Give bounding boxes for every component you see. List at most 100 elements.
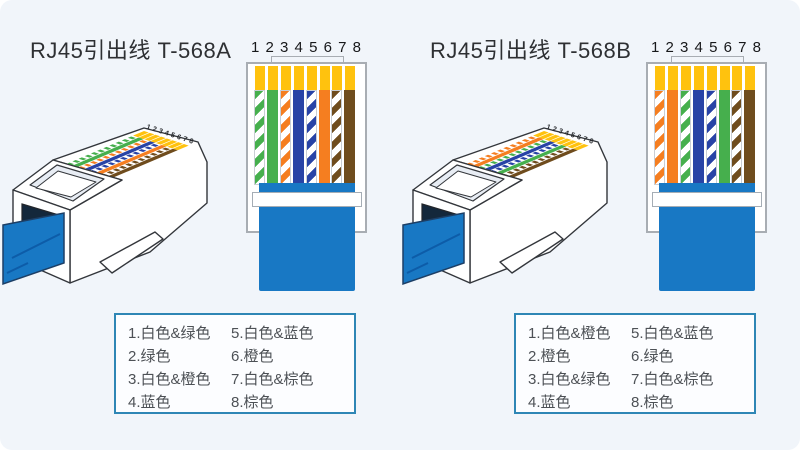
legend-item: 5.白色&蓝色 [231, 325, 314, 342]
legend-item: 4.蓝色 [128, 394, 171, 411]
legend-item: 6.橙色 [231, 348, 274, 365]
plug-wire-band [61, 131, 189, 181]
cable-stripe [406, 262, 429, 274]
latch-window-inner [35, 170, 97, 198]
wire-green [267, 90, 278, 185]
gold-pin [668, 66, 678, 90]
wire-3d-white-brown [567, 142, 583, 149]
wire-3d-brown [572, 144, 589, 151]
cable-3d [402, 212, 465, 286]
wire-3d-green [138, 132, 155, 140]
wire-green [719, 90, 730, 185]
pin-number-3d: 1 [545, 124, 551, 132]
wire-white-blue [306, 90, 317, 185]
wire-3d-white-orange [532, 131, 549, 138]
legend-item: 7.白色&棕色 [631, 371, 714, 388]
connector-latch-outline [671, 56, 744, 66]
plug-wire-band [461, 131, 589, 181]
latch-window-inner [435, 170, 497, 198]
gold-pin [320, 66, 330, 90]
wire-3d-green [489, 144, 567, 177]
legend-item: 8.棕色 [231, 394, 274, 411]
legend-column-2: 5.白色&蓝色 6.橙色 7.白色&棕色 8.棕色 [231, 322, 314, 414]
wire-3d-orange [89, 144, 167, 177]
wire-3d-stripes [74, 140, 148, 171]
cable-3d [2, 212, 65, 286]
legend-item: 8.棕色 [631, 394, 674, 411]
gold-pin [655, 66, 665, 90]
pin-number-3d: 8 [588, 138, 594, 146]
cable-stripe [6, 262, 29, 274]
wire-3d-stripes [485, 143, 559, 175]
gold-pin [255, 66, 265, 90]
wire-3d-stripes [463, 136, 536, 167]
pin-number-3d: 2 [151, 126, 157, 134]
wire-white-brown [731, 90, 742, 185]
wire-white-brown [331, 90, 342, 185]
pin-number-3d: 4 [164, 130, 170, 138]
pin-number-3d: 6 [576, 134, 582, 142]
wire-white-orange [654, 90, 665, 185]
cable-stripe [11, 233, 61, 259]
pin-number-3d: 3 [558, 128, 564, 136]
connector-latch-outline [271, 56, 344, 66]
wire-3d-blue [478, 141, 555, 174]
gold-pin [745, 66, 755, 90]
wire-3d-brown [172, 144, 189, 151]
cable-jacket [402, 212, 465, 286]
wire-3d-brown [101, 148, 178, 181]
wire-blue [693, 90, 704, 185]
pin-number-3d: 6 [176, 134, 182, 142]
legend-item: 5.白色&蓝色 [631, 325, 714, 342]
wire-3d-white-orange [144, 134, 161, 141]
wire-3d-orange [466, 137, 544, 170]
gold-pin [732, 66, 742, 90]
pin-number-3d: 7 [582, 136, 588, 144]
wire-3d-blue [150, 136, 166, 143]
wire-3d-stripes [97, 147, 171, 179]
pin-number-3d: 3 [158, 128, 164, 136]
wire-3d-white-brown [167, 142, 183, 149]
gold-pin [294, 66, 304, 90]
legend-item: 1.白色&橙色 [528, 325, 611, 342]
wire-3d-white-green [132, 131, 149, 138]
wire-white-green [680, 90, 691, 185]
wire-3d-blue [78, 141, 155, 174]
wire-white-orange [280, 90, 291, 185]
gold-pin [707, 66, 717, 90]
gold-pin [307, 66, 317, 90]
gold-pin [281, 66, 291, 90]
strain-relief-clamp [252, 192, 362, 207]
wire-3d-orange [538, 132, 555, 140]
cable-jacket [2, 212, 65, 286]
cable-stripe [411, 233, 461, 259]
pin-number-row: 1 2 3 4 5 6 7 8 [651, 39, 762, 56]
wire-brown [344, 90, 355, 185]
pin-number-3d: 1 [145, 124, 151, 132]
legend-item: 4.蓝色 [528, 394, 571, 411]
gold-pin [332, 66, 342, 90]
pin-number-3d: 5 [170, 132, 176, 140]
pin-number-row: 1 2 3 4 5 6 7 8 [251, 39, 362, 56]
legend-item: 2.绿色 [128, 348, 171, 365]
wire-white-blue [706, 90, 717, 185]
panel-title: RJ45引出线 T-568B [430, 38, 632, 63]
wire-3d-green [66, 137, 144, 170]
legend-item: 3.白色&橙色 [128, 371, 211, 388]
wire-3d-white-green [544, 134, 561, 141]
legend-item: 7.白色&棕色 [231, 371, 314, 388]
wire-orange [319, 90, 330, 185]
gold-pin [681, 66, 691, 90]
legend-item: 2.橙色 [528, 348, 571, 365]
